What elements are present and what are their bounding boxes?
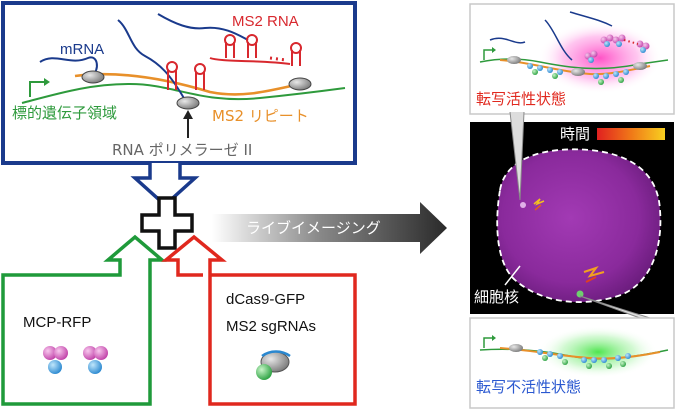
inactive-polymerase: [509, 344, 523, 352]
active-gene-line: [499, 59, 651, 76]
ms2-dots: [269, 56, 287, 62]
live-imaging-label: ライブイメージング: [246, 219, 381, 237]
inactive-spot: [576, 266, 605, 298]
polymerase-pointer-head: [183, 110, 193, 119]
active-glow: [538, 22, 662, 94]
active-state-panel: 転写活性状態: [469, 3, 675, 115]
inactive-promoter-icon: [483, 337, 494, 348]
active-mrna-2: [544, 19, 573, 61]
schematic-panel: mRNA MS2 RNA 標的遺伝子領域 MS2 リピート RNA ポリメラーゼ…: [1, 1, 357, 208]
active-spot: [520, 198, 545, 211]
active-promoter-icon: [483, 49, 494, 60]
time-scale-bar: [597, 128, 665, 140]
ms2-hairpin-loop: [224, 34, 236, 46]
inactive-gene-line: [499, 347, 661, 360]
gene-body-line: [74, 72, 301, 96]
active-mrna-3: [569, 11, 613, 27]
active-mrna: [489, 37, 526, 44]
polymerase-3: [288, 77, 312, 91]
mcp-rfp-dimer-2: [83, 346, 108, 374]
dcas9-gfp-icon: [256, 350, 291, 380]
nucleus-body: [497, 149, 661, 303]
plus-sign: [140, 196, 194, 250]
mrna-strand-2: [117, 19, 186, 101]
nucleus-pointer: [504, 265, 521, 286]
active-promoter-head: [492, 47, 496, 53]
active-polymerase: [633, 62, 647, 70]
inactive-state-label: 転写不活性状態: [476, 378, 581, 396]
live-imaging-arrow: ライブイメージング: [212, 202, 447, 254]
mrna-strand-1: [39, 56, 98, 77]
mcp-panel: MCP-RFP: [1, 234, 167, 406]
inactive-promoter-head: [492, 335, 496, 341]
mrna-label: mRNA: [60, 41, 104, 58]
promoter-arrow: [29, 81, 47, 97]
mcp-label: MCP-RFP: [23, 314, 91, 331]
ms2-rna-strand: [209, 57, 291, 65]
ms2-hairpin-loop: [290, 42, 302, 54]
ms2-hairpin: [167, 70, 177, 90]
active-mcp-cluster: [584, 34, 650, 63]
active-callout: [509, 111, 525, 201]
mcp-rfp-dimer-1: [43, 346, 68, 374]
inactive-dcas9-row: [537, 349, 631, 369]
ms2-hairpin-loop: [166, 61, 178, 73]
active-dcas9-row: [527, 63, 629, 85]
dcas9-panel: dCas9-GFP MS2 sgRNAs: [161, 234, 357, 406]
dcas9-frame: [161, 234, 357, 406]
inactive-state-panel: 転写不活性状態: [469, 317, 675, 409]
active-dna-line: [479, 58, 669, 70]
ms2-hairpin: [291, 50, 301, 66]
polymerase-2: [176, 96, 200, 110]
ms2-hairpin-loop: [246, 34, 258, 46]
active-polymerase: [507, 56, 521, 64]
mrna-strand-3: [157, 13, 249, 41]
nucleus-outline: [496, 148, 662, 303]
target-gene-label: 標的遺伝子領域: [12, 104, 117, 122]
inactive-glow: [538, 326, 658, 378]
live-imaging-arrow-shape: [212, 202, 447, 254]
ms2-repeat-label: MS2 リピート: [212, 107, 309, 125]
polymerase-1: [81, 70, 105, 84]
polymerase-label: RNA ポリメラーゼ II: [112, 141, 252, 159]
promoter-arrowhead: [44, 78, 50, 86]
nucleus-label: 細胞核: [474, 288, 519, 306]
gene-dna-line: [21, 82, 346, 104]
mcp-frame: [1, 234, 167, 406]
active-state-label: 転写活性状態: [476, 90, 566, 108]
ms2-hairpin: [195, 72, 205, 90]
active-polymerase: [571, 68, 585, 76]
dcas9-label: dCas9-GFP: [226, 291, 305, 308]
sgrna-label: MS2 sgRNAs: [226, 318, 316, 335]
ms2-hairpin-loop: [194, 63, 206, 75]
ms2-hairpin: [225, 42, 235, 58]
ms2-hairpin: [247, 42, 257, 58]
ms2-rna-label: MS2 RNA: [232, 13, 299, 30]
nucleus-image-panel: 時間 細胞核: [470, 122, 674, 314]
time-label: 時間: [560, 125, 590, 143]
